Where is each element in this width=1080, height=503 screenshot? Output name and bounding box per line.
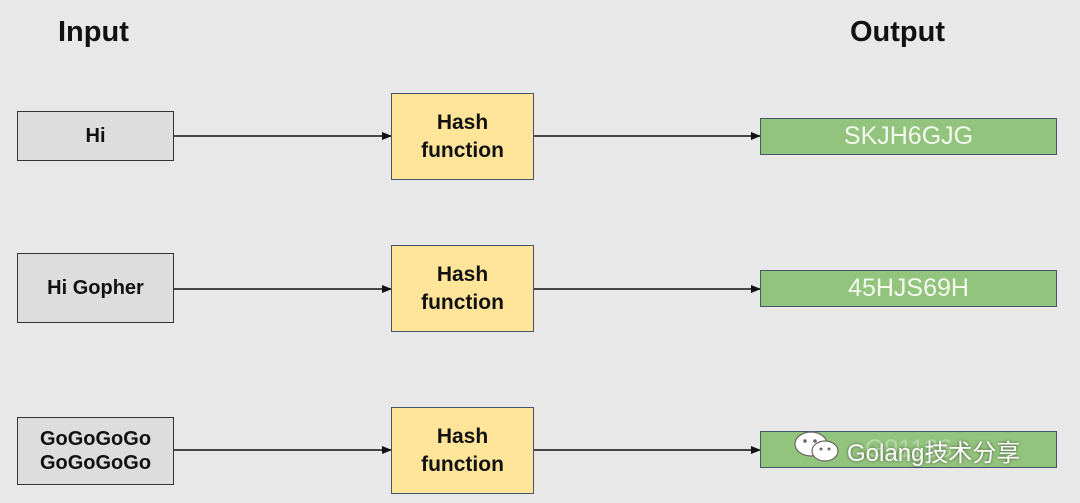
hash-function-box: Hash function [391, 407, 534, 494]
output-text: G91136 [864, 435, 953, 463]
output-column-heading: Output [850, 16, 946, 48]
hash-label-line: function [421, 138, 504, 162]
hash-label-line: Hash [436, 110, 489, 134]
input-text: Hi Gopher [47, 277, 144, 299]
watermark: Golang技术分享 [793, 430, 1020, 471]
hash-label-line: Hash [436, 262, 489, 286]
hash-label-line: function [421, 290, 504, 314]
input-column-heading: Input [58, 16, 129, 48]
input-text-line: GoGoGoGo [39, 428, 152, 450]
input-box: Hi [17, 111, 174, 161]
hash-label-line: Hash [436, 424, 489, 448]
output-text: SKJH6GJG [843, 122, 974, 150]
input-text: Hi [85, 125, 106, 147]
hash-label-line: function [421, 452, 504, 476]
watermark-text: Golang技术分享 [847, 440, 1021, 467]
input-box: GoGoGoGo GoGoGoGo [17, 417, 174, 485]
output-box: SKJH6GJG [760, 118, 1057, 155]
output-text: 45HJS69H [848, 274, 969, 302]
input-box: Hi Gopher [17, 253, 174, 323]
wechat-icon [793, 430, 841, 471]
hash-function-box: Hash function [391, 245, 534, 332]
input-text-line: GoGoGoGo [39, 452, 152, 474]
hash-function-box: Hash function [391, 93, 534, 180]
output-box: 45HJS69H [760, 270, 1057, 307]
